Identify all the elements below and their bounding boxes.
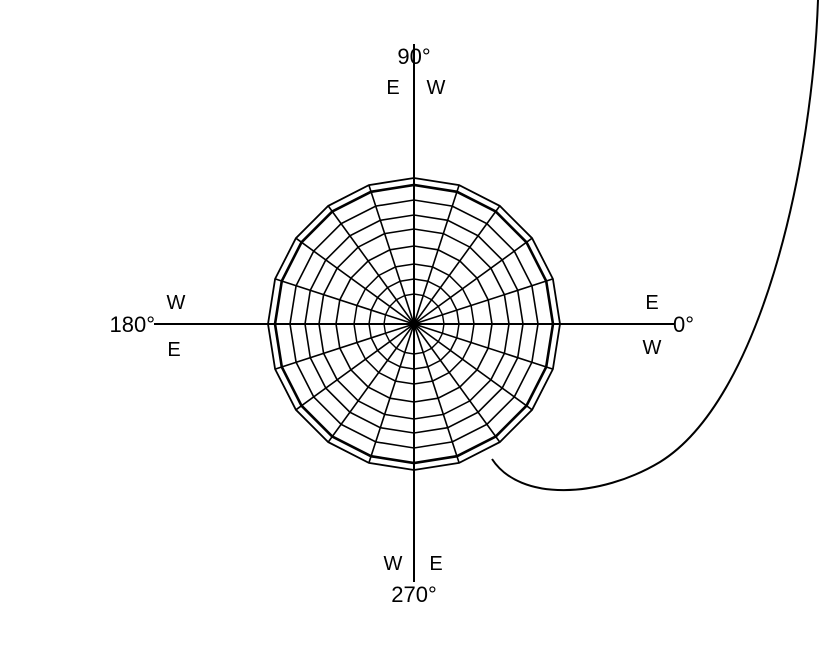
dir-right-bottom: W [643, 337, 662, 359]
dir-right-top: E [645, 292, 658, 314]
wheel-spoke-13 [295, 323, 415, 411]
dir-left-bottom: E [167, 339, 180, 361]
wheel-spoke-9 [295, 237, 415, 325]
wheel-spoke-5 [413, 184, 460, 325]
wheel-spoke-3 [413, 237, 533, 325]
wheel-spoke-17 [413, 323, 460, 464]
wheel-spoke-7 [368, 184, 415, 325]
wheel-spoke-18 [413, 323, 501, 443]
dir-top-right: W [427, 77, 446, 99]
wheel-spoke-12 [274, 323, 415, 370]
wheel-spoke-15 [368, 323, 415, 464]
dir-top-left: E [386, 77, 399, 99]
wheel-spoke-20 [413, 323, 554, 370]
label-270-deg: 270° [391, 582, 437, 607]
dir-bottom-left: W [384, 553, 403, 575]
wheel-spoke-19 [413, 323, 533, 411]
dir-left-top: W [167, 292, 186, 314]
label-180-deg: 180° [109, 312, 155, 337]
label-90-deg: 90° [397, 44, 430, 69]
wheel-spoke-4 [413, 205, 501, 325]
dir-bottom-right: E [429, 553, 442, 575]
wheel-spoke-2 [413, 278, 554, 325]
wheel-spoke-10 [274, 278, 415, 325]
sweep-curve [491, 0, 819, 492]
wheel-spoke-8 [327, 205, 415, 325]
wheel-spoke-14 [327, 323, 415, 443]
polar-wheel [267, 177, 561, 471]
label-0-deg: 0° [673, 312, 694, 337]
